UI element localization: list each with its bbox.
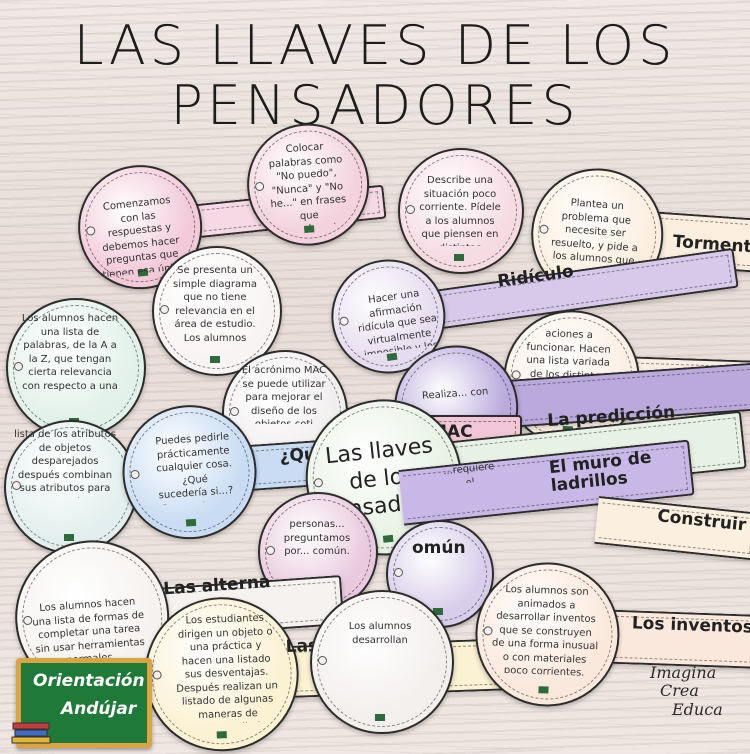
signature-line3: Educa (672, 699, 723, 719)
mini-logo-icon (454, 254, 464, 261)
mini-logo-icon (216, 731, 227, 739)
key-description: Colocar palabras como "No puedo", "Nunca… (268, 141, 347, 228)
key-description: Los alumnos hacen una lista de formas de… (32, 596, 146, 662)
key-description: lista de los atributos de objetos despar… (14, 429, 116, 498)
mini-logo-icon (538, 686, 549, 694)
key-hole (318, 656, 327, 665)
key-description: Los alumnos son animados a desarrollar i… (491, 583, 599, 677)
key-description: Puedes pedirle prácticamente cualquier c… (154, 431, 234, 505)
badge-line1: Orientación (33, 671, 145, 691)
key-description: Hacer una afirmación ridícula que sea vi… (357, 288, 439, 357)
mini-logo-icon (64, 534, 74, 541)
key-description: Describe una situación poco corriente. P… (419, 175, 501, 246)
key-hole (160, 305, 169, 314)
key-hole (230, 407, 239, 416)
mini-logo-icon (303, 225, 315, 233)
key-description: Los alumnos desarrollan (348, 621, 412, 646)
mini-logo-icon (386, 352, 398, 362)
key-hole (266, 546, 275, 555)
key-hole (12, 481, 21, 490)
key-description: Los estudiantes dirigen un objeto o una … (176, 612, 279, 725)
key-description: personas... preguntamos por... común. (283, 519, 351, 557)
imagina-crea-educa-signature: Imagina Crea Educa (650, 663, 723, 719)
mini-logo-icon (382, 534, 394, 543)
books-icon (11, 722, 51, 744)
key-word: omún (412, 538, 466, 558)
page-title-line1: LAS LLAVES DE LOS (73, 14, 677, 77)
mini-logo-icon (185, 518, 197, 527)
key-hole (406, 205, 415, 214)
key-head (4, 420, 138, 554)
key-description: Los alumnos hacen una lista de palabras,… (21, 313, 119, 392)
signature-line2: Crea (660, 681, 699, 701)
key-head (398, 148, 524, 274)
key-hole (14, 362, 23, 371)
key-description: El acrónimo MAC se puede utilizar para m… (241, 365, 327, 424)
badge-line2: Andújar (61, 699, 137, 719)
key-hole (394, 568, 403, 577)
brand-badge: Orientación Andújar (11, 658, 152, 748)
key-head (310, 590, 454, 734)
key-description: Plantea un problema que necesite ser res… (550, 197, 639, 270)
key-description: Se presenta un simple diagrama que no ti… (173, 265, 257, 344)
key-word: Los inventos (631, 613, 750, 638)
mini-logo-icon (433, 608, 443, 615)
signature-line1: Imagina (650, 663, 717, 682)
mini-logo-icon (375, 714, 385, 721)
page-title-line2: PENSADORES (170, 74, 580, 137)
mini-logo-icon (210, 356, 220, 363)
